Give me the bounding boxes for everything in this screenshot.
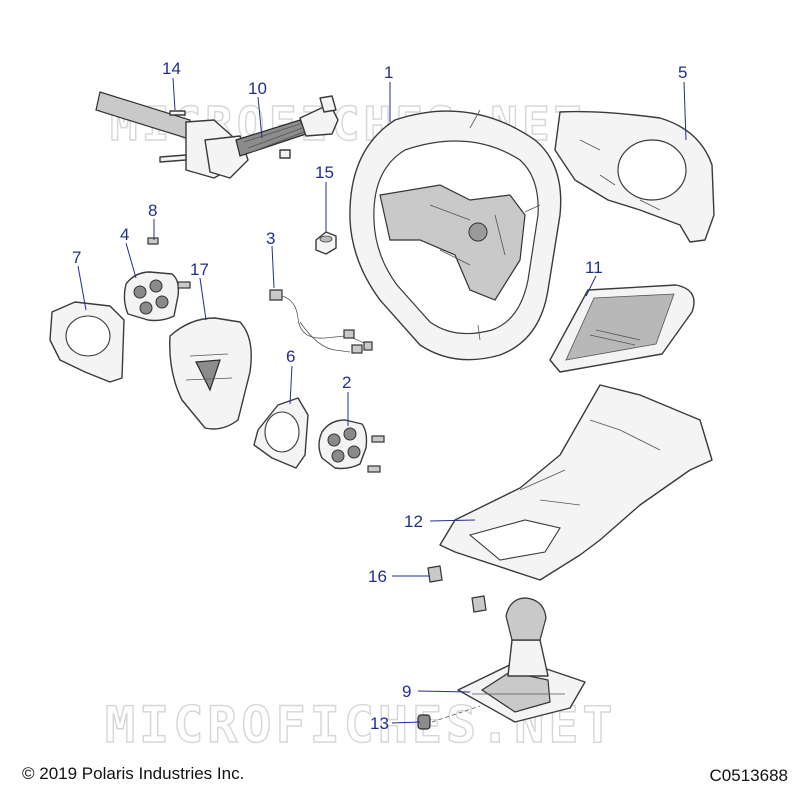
callouts: 1 2 3 4 5 6 7 8 9 10 11 12 13 14 15 16 1… — [72, 59, 687, 733]
callout-7: 7 — [72, 248, 81, 267]
shift-knob-boot — [457, 597, 586, 723]
drawing-number: C0513688 — [709, 766, 788, 785]
center-console — [439, 384, 713, 581]
turn-signal-stalk — [95, 91, 339, 179]
callout-4: 4 — [120, 225, 129, 244]
leader-lines — [77, 77, 687, 724]
screw-upper-left — [147, 237, 159, 245]
left-switch-pod — [123, 271, 191, 322]
callout-12: 12 — [404, 512, 423, 531]
left-bezel — [49, 301, 125, 383]
center-cover — [169, 317, 252, 430]
right-bezel — [253, 397, 309, 469]
clip-lower — [471, 595, 487, 613]
right-switch-pod — [318, 419, 385, 473]
copyright-text: © 2019 Polaris Industries Inc. — [22, 764, 245, 783]
wire-harness — [269, 289, 373, 354]
nut — [315, 231, 337, 255]
steering-wheel-rear-shroud — [554, 110, 715, 243]
callout-16: 16 — [368, 567, 387, 586]
callout-2: 2 — [342, 373, 351, 392]
speaker-grille — [549, 284, 695, 373]
callout-6: 6 — [286, 347, 295, 366]
callout-3: 3 — [266, 229, 275, 248]
callout-15: 15 — [315, 163, 334, 182]
callout-11: 11 — [585, 258, 603, 277]
callout-10: 10 — [248, 79, 267, 98]
steering-wheel — [349, 109, 562, 361]
clip-upper — [427, 565, 443, 583]
callout-9: 9 — [402, 682, 411, 701]
callout-1: 1 — [384, 63, 393, 82]
callout-5: 5 — [678, 63, 687, 82]
callout-17: 17 — [190, 260, 209, 279]
callout-13: 13 — [370, 714, 389, 733]
callout-14: 14 — [162, 59, 181, 78]
callout-8: 8 — [148, 201, 157, 220]
